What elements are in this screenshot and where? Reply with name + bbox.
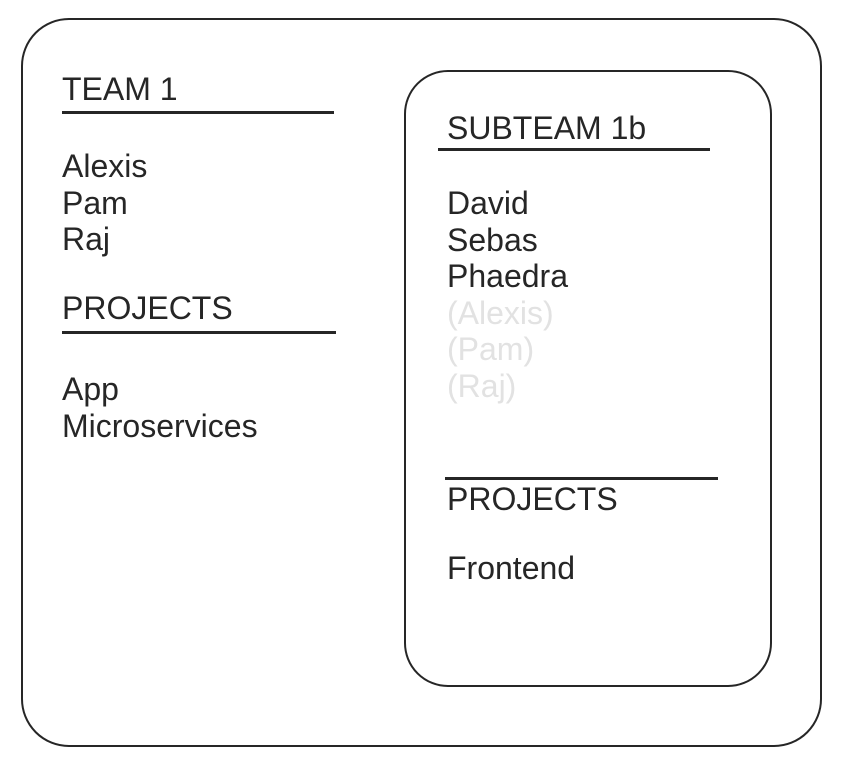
subteam1b-box: SUBTEAM 1b David Sebas Phaedra (Alexis) … xyxy=(404,70,772,687)
subteam1b-projects-separator xyxy=(445,477,718,480)
subteam1b-inherited-member: (Alexis) xyxy=(447,294,554,331)
subteam1b-member: Phaedra xyxy=(447,258,568,294)
subteam1b-inherited-member: (Raj) xyxy=(447,367,517,404)
team1-member: Alexis xyxy=(62,148,148,184)
subteam1b-project-list: Frontend xyxy=(447,550,575,587)
team1-project-list: App Microservices xyxy=(62,371,258,444)
subteam1b-member-list: David Sebas Phaedra (Alexis) (Pam) (Raj) xyxy=(447,185,568,404)
subteam1b-member: David xyxy=(447,185,529,221)
team1-box: TEAM 1 Alexis Pam Raj PROJECTS App Micro… xyxy=(21,18,822,747)
team1-projects-underline xyxy=(62,331,336,334)
subteam1b-title: SUBTEAM 1b xyxy=(447,110,647,146)
team1-project: Microservices xyxy=(62,407,258,444)
team1-member-list: Alexis Pam Raj xyxy=(62,148,147,258)
team1-title: TEAM 1 xyxy=(62,71,178,107)
subteam1b-projects-heading: PROJECTS xyxy=(447,481,618,517)
team1-member: Pam xyxy=(62,184,128,221)
subteam1b-title-underline xyxy=(438,148,710,151)
subteam1b-inherited-member: (Pam) xyxy=(447,331,535,367)
subteam1b-project: Frontend xyxy=(447,550,576,586)
subteam1b-member: Sebas xyxy=(447,221,538,258)
team1-title-underline xyxy=(62,111,334,114)
team1-member: Raj xyxy=(62,221,111,257)
team1-projects-heading: PROJECTS xyxy=(62,290,233,326)
team1-project: App xyxy=(62,371,119,407)
